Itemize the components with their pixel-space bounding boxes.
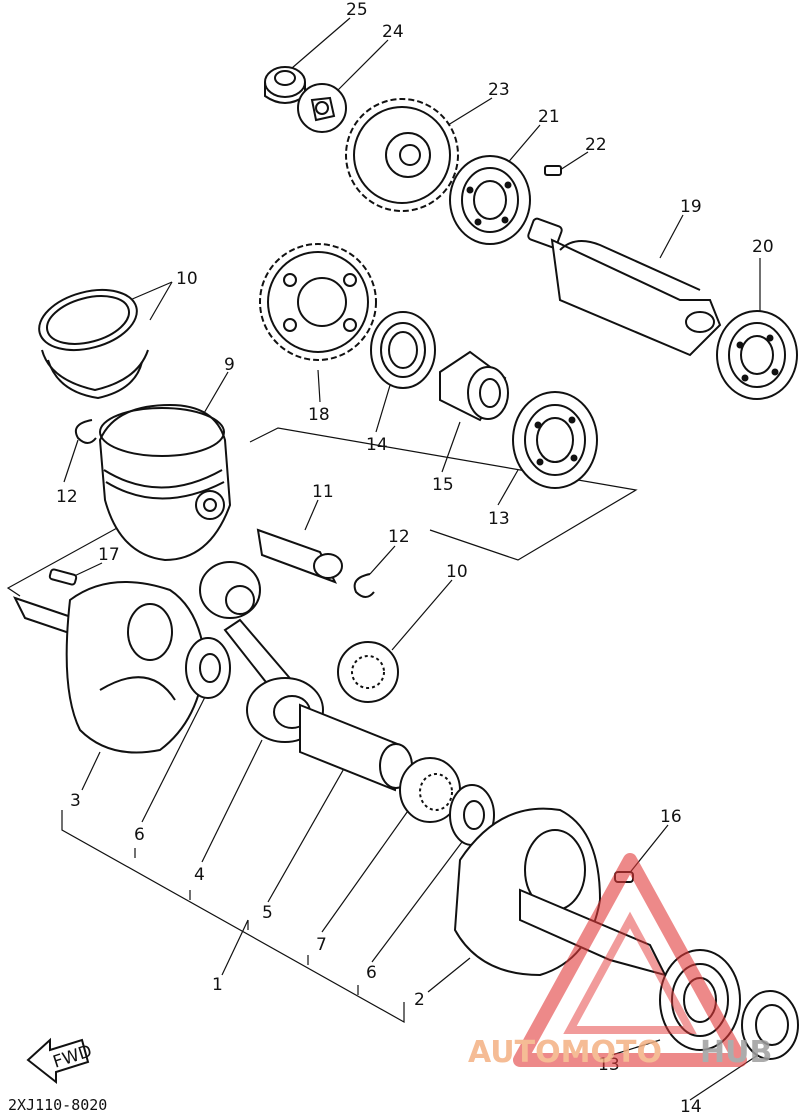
oil-seal-15 [741,990,799,1060]
callout-3: 3 [70,791,81,811]
fwd-arrow-icon: FWD [26,1037,95,1085]
watermark-word-b: HUB [700,1035,772,1070]
callout-25: 23 [488,80,510,100]
callout-26: 24 [382,22,404,42]
callout-18: 16 [660,807,682,827]
watermark-triangle-icon [513,853,747,1067]
connecting-rod-4 [199,561,324,743]
callout-12-top: 12 [56,487,78,507]
callout-21: 19 [680,197,702,217]
leader-lines [6,17,761,1101]
callout-16: 14 [366,435,388,455]
crank-left-3 [13,581,207,754]
piston-pin-11 [256,528,343,584]
callout-22: 20 [752,237,774,257]
bearing-14 [512,391,598,489]
callout-20: 18 [308,405,330,425]
piston-8 [98,403,232,562]
crank-pin-5 [299,703,413,792]
callout-11: 11 [312,482,334,502]
thrust-washer-6-right [449,784,495,846]
balancer-shaft-21 [527,217,722,357]
fwd-label: FWD [51,1041,95,1072]
callout-19: 17 [98,545,120,565]
callout-6-left: 6 [134,825,145,845]
spacer-17 [439,350,509,422]
callout-24: 22 [585,135,607,155]
key-24 [544,165,562,176]
piston-rings-9 [38,289,149,400]
crank-right-2 [453,807,667,977]
callout-8: 9 [224,355,235,375]
callout-7: 7 [316,935,327,955]
watermark-logo: AUTOMOTO HUB [468,853,772,1070]
key-19 [48,568,78,586]
circlip-12-top [74,419,97,444]
bearing-16 [370,311,436,389]
callout-2: 2 [414,990,425,1010]
callout-15: 14 [680,1097,702,1115]
gear-20 [259,243,377,361]
callout-23: 21 [538,107,560,127]
gear-25 [345,98,459,212]
watermark-word-a: AUTOMOTO [468,1035,662,1070]
circlip-12-right [353,573,375,598]
lock-washer-26 [297,83,347,133]
thrust-washer-6-left [185,637,231,699]
callout-5: 5 [262,903,273,923]
callout-6-right: 6 [366,963,377,983]
callout-1: 1 [212,975,223,995]
callout-14: 13 [488,509,510,529]
callout-9: 10 [176,269,198,289]
callout-10: 10 [446,562,468,582]
callout-17: 15 [432,475,454,495]
needle-bearing-10 [337,641,399,703]
nut-27 [264,66,306,104]
callout-27: 25 [346,0,368,20]
bearing-22 [716,310,798,400]
callout-4: 4 [194,865,205,885]
bearing-23 [449,155,531,245]
callout-12-right: 12 [388,527,410,547]
drawing-code: 2XJ110-8020 [8,1096,107,1114]
callout-labels: 25 24 23 21 22 19 20 10 9 18 14 15 13 12… [56,0,774,1115]
